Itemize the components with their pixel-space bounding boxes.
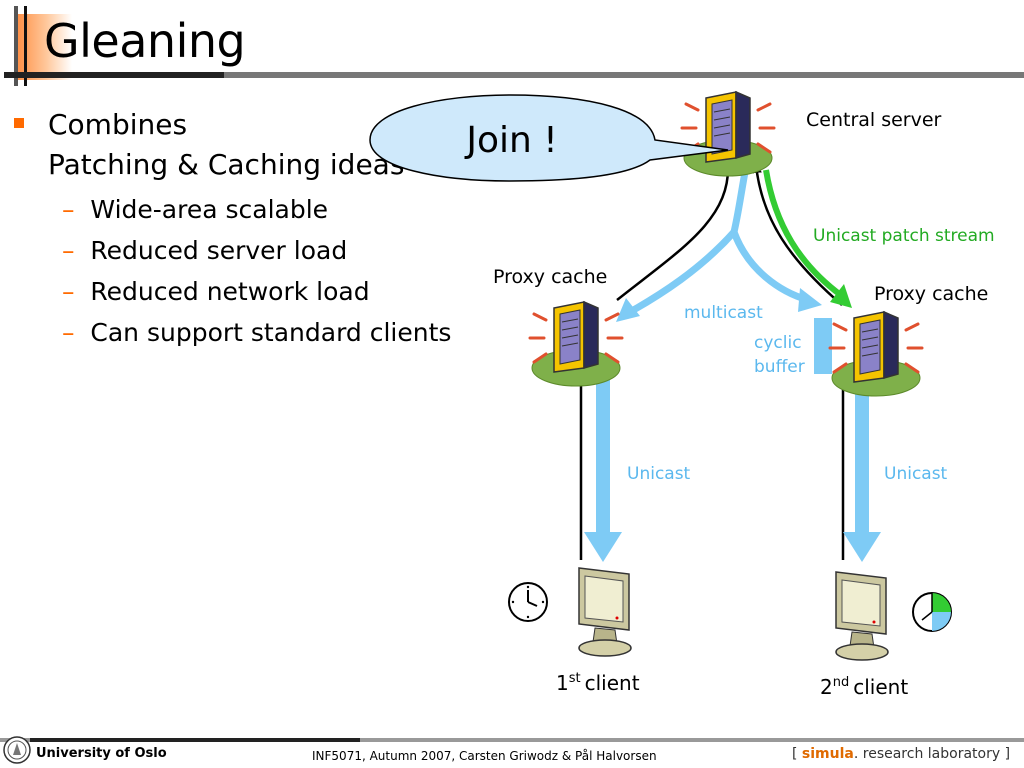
sub-bullet: – Can support standard clients	[62, 312, 451, 353]
bullet-line-2: Patching & Caching ideas	[48, 148, 405, 181]
footer-rule-dark	[30, 738, 360, 742]
unicast-patch-stream-label: Unicast patch stream	[813, 226, 995, 246]
dash-marker: –	[62, 318, 75, 347]
proxy-right-to-server-arrow	[751, 163, 843, 306]
sub-bullet: – Reduced server load	[62, 230, 451, 271]
client-monitor-icon	[578, 567, 632, 657]
server-icon	[680, 90, 776, 178]
join-callout: Join !	[369, 94, 729, 182]
footer-course-info: INF5071, Autumn 2007, Carsten Griwodz & …	[312, 749, 657, 763]
proxy-cache-right-label: Proxy cache	[874, 283, 988, 305]
title-rule-dark	[4, 72, 224, 78]
footer-rule	[0, 738, 1024, 742]
university-seal-icon	[3, 736, 31, 764]
cyclic-buffer	[814, 318, 832, 374]
proxy-left-to-server-arrow	[616, 163, 734, 301]
simula-bracket-close: ]	[1004, 746, 1011, 762]
simula-bracket-open: [	[792, 746, 798, 762]
clock-icon	[508, 582, 548, 622]
sub-bullet-text: Reduced server load	[90, 236, 348, 265]
sub-bullet-text: Can support standard clients	[90, 318, 452, 347]
unicast-patch-stream-arrow	[763, 169, 852, 308]
unicast-left-label: Unicast	[627, 464, 691, 484]
unicast-right-arrow	[843, 378, 881, 562]
cyclic-label: cyclic	[754, 333, 802, 353]
slide-title: Gleaning	[44, 14, 246, 68]
title-accent	[14, 14, 72, 80]
title-decor-bar	[14, 6, 18, 86]
dash-marker: –	[62, 236, 75, 265]
unicast-left-arrow	[584, 378, 622, 562]
pie-clock-icon	[912, 592, 952, 632]
sub-bullet-text: Wide-area scalable	[90, 195, 329, 224]
sub-bullet: – Reduced network load	[62, 271, 451, 312]
title-rule	[4, 72, 1024, 78]
bullet-marker	[14, 118, 24, 128]
sub-bullet: – Wide-area scalable	[62, 189, 451, 230]
central-server-label: Central server	[806, 109, 942, 131]
bullet-combines: Combines Patching & Caching ideas	[48, 105, 404, 185]
simula-rest: . research laboratory	[853, 746, 1001, 762]
multicast-label: multicast	[684, 303, 763, 323]
dash-marker: –	[62, 195, 75, 224]
simula-name: simula	[801, 746, 854, 762]
bullet-line-1: Combines	[48, 108, 188, 141]
sub-bullet-text: Reduced network load	[90, 277, 370, 306]
callout-text: Join !	[464, 120, 557, 161]
footer-university: University of Oslo	[36, 746, 167, 761]
proxy-cache-left-label: Proxy cache	[493, 266, 607, 288]
footer-simula-logo: [ simula. research laboratory ]	[792, 746, 1010, 762]
server-icon	[828, 310, 924, 398]
multicast-arrow	[616, 171, 822, 322]
sub-bullet-list: – Wide-area scalable – Reduced server lo…	[62, 189, 451, 353]
unicast-right-label: Unicast	[884, 464, 948, 484]
server-icon	[528, 300, 624, 388]
client-monitor-icon	[835, 571, 889, 661]
buffer-label: buffer	[754, 357, 805, 377]
dash-marker: –	[62, 277, 75, 306]
title-decor-bar-2	[24, 6, 27, 86]
